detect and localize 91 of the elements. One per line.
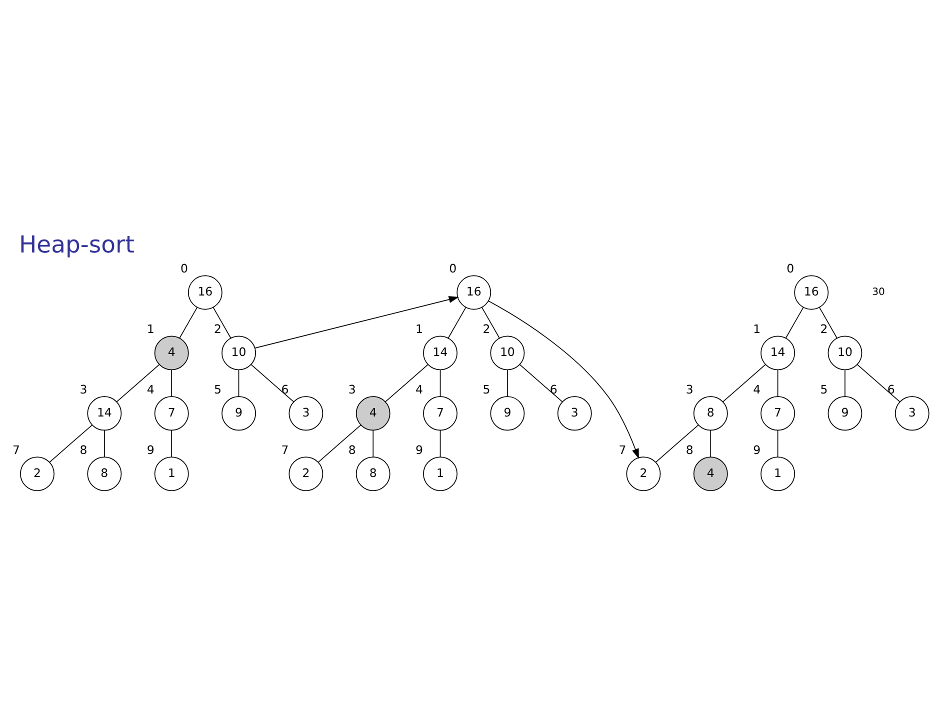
node-label: 9: [753, 442, 761, 456]
connector: [171, 368, 172, 396]
connector: [777, 368, 778, 396]
node-label: 3: [348, 382, 356, 396]
node-circle: 1: [423, 456, 458, 491]
node-circle: 10: [828, 335, 862, 370]
connector: [116, 364, 160, 402]
connector: [722, 364, 766, 402]
node-label: 7: [12, 442, 20, 456]
node-circle: 9: [490, 396, 525, 430]
connector: [819, 306, 838, 338]
connector: [440, 368, 441, 396]
node-circle: 7: [760, 396, 796, 430]
node-label: 7: [281, 442, 289, 456]
node-label: 6: [281, 382, 289, 396]
connector: [448, 306, 466, 338]
node-label: 8: [80, 442, 88, 456]
node-circle: 9: [828, 396, 862, 430]
node-circle: 16: [794, 274, 829, 310]
connector: [104, 429, 105, 457]
label: 30: [872, 286, 885, 298]
node-circle: 10: [222, 335, 256, 370]
node-label: 0: [449, 261, 457, 276]
node-label: 1: [146, 321, 154, 336]
node-circle: 3: [894, 396, 930, 430]
node-label: 2: [214, 321, 222, 336]
node-label: 6: [887, 382, 895, 396]
arrow: [254, 296, 459, 348]
connector: [655, 424, 699, 462]
node-circle: 1: [154, 456, 189, 491]
connector: [777, 429, 778, 457]
connector: [482, 306, 500, 338]
node-circle: 7: [154, 396, 189, 430]
node-circle: 3: [288, 396, 324, 430]
connector: [171, 429, 172, 457]
connector: [440, 429, 441, 457]
node-label: 7: [618, 442, 626, 456]
connector: [372, 429, 374, 457]
connector: [250, 364, 294, 402]
connector: [212, 306, 232, 338]
node-circle: 9: [222, 396, 256, 430]
node-circle: 7: [423, 396, 458, 430]
node-circle: 4: [693, 456, 728, 491]
node-label: 4: [416, 382, 424, 396]
node-label: 0: [786, 261, 794, 276]
node-circle: 10: [490, 335, 525, 370]
node-label: 1: [416, 321, 424, 336]
connector: [844, 368, 846, 396]
connector: [507, 368, 508, 396]
node-circle: 14: [87, 396, 122, 430]
connector: [318, 424, 362, 462]
node-label: 1: [753, 321, 761, 336]
node-label: 5: [482, 382, 490, 396]
connector: [519, 364, 563, 402]
connector: [856, 364, 900, 402]
node-label: 4: [146, 382, 154, 396]
arrow: [488, 300, 639, 458]
diagram-title: Heap-sort: [19, 230, 134, 258]
node-circle: 14: [423, 335, 458, 370]
node-circle: 2: [288, 456, 324, 491]
node-circle: 4: [356, 396, 390, 430]
connector: [49, 424, 93, 462]
node-circle: 4: [154, 335, 189, 370]
node-label: 5: [820, 382, 828, 396]
node-circle: 14: [760, 335, 796, 370]
connector: [179, 306, 198, 338]
node-circle: 2: [626, 456, 661, 491]
node-label: 5: [214, 382, 222, 396]
node-label: 8: [686, 442, 694, 456]
node-circle: 2: [20, 456, 54, 491]
node-circle: 16: [456, 274, 492, 310]
node-label: 4: [753, 382, 761, 396]
node-circle: 8: [356, 456, 390, 491]
node-label: 0: [180, 261, 188, 276]
connector: [710, 429, 712, 457]
node-label: 9: [146, 442, 154, 456]
node-label: 3: [80, 382, 88, 396]
node-label: 6: [550, 382, 558, 396]
node-circle: 8: [693, 396, 728, 430]
node-circle: 8: [87, 456, 122, 491]
node-label: 3: [686, 382, 694, 396]
node-label: 8: [348, 442, 356, 456]
connector: [785, 306, 804, 338]
node-circle: 3: [557, 396, 592, 430]
node-label: 2: [482, 321, 490, 336]
node-label: 2: [820, 321, 828, 336]
node-circle: 1: [760, 456, 796, 491]
connector: [384, 364, 428, 402]
connector: [238, 368, 240, 396]
node-circle: 16: [188, 274, 222, 310]
node-label: 9: [416, 442, 424, 456]
